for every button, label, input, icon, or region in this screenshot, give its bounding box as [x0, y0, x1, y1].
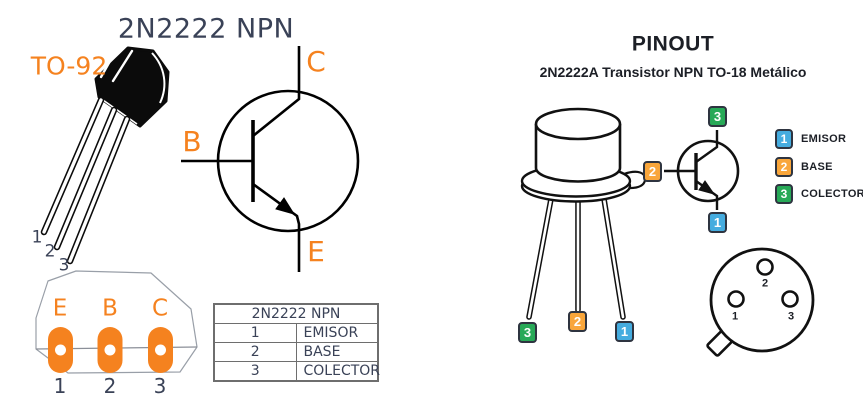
to18-can-drawing — [520, 107, 647, 320]
bottom-view-pin-number-2: 2 — [103, 374, 117, 398]
legend-badge-1: 1 — [775, 129, 793, 149]
schematic-emitter-badge: 1 — [708, 212, 727, 233]
table-row: 3 COLECTOR — [213, 361, 380, 382]
schematic-base-badge: 2 — [643, 161, 662, 182]
to18-bottom-view — [706, 247, 815, 357]
pin-number-cell: 2 — [213, 342, 297, 362]
bottom-view-pin-number-1: 1 — [53, 374, 67, 398]
pin-number-cell: 3 — [213, 361, 297, 382]
npn-transistor-symbol — [181, 46, 360, 272]
symbol-emitter-label: E — [307, 235, 325, 268]
bottom-view-pin-letter-e: E — [52, 295, 68, 322]
legend-label-emisor: EMISOR — [801, 133, 847, 145]
to18-legs — [526, 196, 626, 320]
can-pin-badge-1: 1 — [615, 321, 634, 342]
table-row: 2 BASE — [213, 342, 379, 362]
legend-item-base: 2 BASE — [775, 157, 833, 177]
legend-label-base: BASE — [801, 161, 833, 173]
schematic-collector-badge: 3 — [708, 106, 727, 127]
pin-assignment-table: 2N2222 NPN 1 EMISOR 2 BASE 3 COLECTOR — [213, 303, 380, 382]
to18-diagram-canvas — [520, 107, 815, 357]
to92-diagram-canvas — [35, 46, 360, 374]
table-row: 1 EMISOR — [213, 323, 379, 343]
symbol-base-label: B — [182, 125, 202, 158]
bottom-view-pin-number-3: 3 — [153, 374, 167, 398]
pin-number-cell: 1 — [213, 323, 297, 343]
npn-symbol-small — [664, 130, 740, 210]
legend-item-colector: 3 COLECTOR — [775, 184, 863, 204]
can-pin-badge-2: 2 — [568, 311, 587, 332]
pinout-title: PINOUT — [631, 32, 715, 56]
pin-name-cell: EMISOR — [295, 323, 379, 343]
pin-name-cell: BASE — [295, 342, 379, 362]
symbol-collector-label: C — [306, 45, 326, 78]
to92-bottom-view — [35, 270, 198, 374]
pin-table-header: 2N2222 NPN — [213, 303, 379, 324]
to92-legs — [40, 96, 131, 265]
legend-badge-2: 2 — [775, 157, 793, 177]
legend-item-emisor: 1 EMISOR — [775, 129, 846, 149]
pinout-subtitle: 2N2222A Transistor NPN TO-18 Metálico — [539, 64, 807, 80]
bottom-view-pin-letter-b: B — [102, 295, 118, 322]
to92-package-drawing — [40, 46, 170, 265]
to18-bottom-pin-1: 1 — [731, 310, 739, 323]
to18-bottom-pin-2: 2 — [761, 277, 769, 290]
to92-bottom-pins — [48, 327, 173, 373]
leg-number-1: 1 — [31, 227, 43, 248]
pin-name-cell: COLECTOR — [295, 361, 380, 382]
page-title: 2N2222 NPN — [117, 13, 295, 45]
bottom-view-pin-letter-c: C — [151, 295, 169, 322]
leg-number-3: 3 — [58, 255, 70, 276]
to18-bottom-pin-3: 3 — [787, 310, 795, 323]
can-pin-badge-3: 3 — [518, 322, 537, 343]
package-type-label: TO-92 — [30, 51, 108, 81]
legend-badge-3: 3 — [775, 184, 793, 204]
leg-number-2: 2 — [44, 241, 56, 262]
legend-label-colector: COLECTOR — [801, 188, 863, 200]
